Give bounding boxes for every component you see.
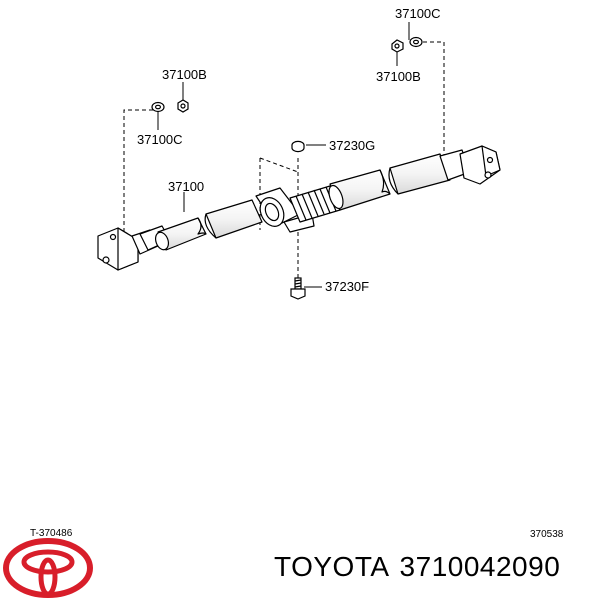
- label-37100: 37100: [168, 179, 204, 194]
- brand-part-number: TOYOTA 3710042090: [274, 551, 560, 583]
- washer-icon: [409, 36, 423, 48]
- nut-icon: [391, 39, 404, 53]
- ref-left: T-370486: [30, 528, 73, 539]
- ref-right: 370538: [530, 529, 564, 540]
- propeller-shaft-icon: [97, 145, 501, 271]
- washer-icon: [151, 101, 165, 113]
- washer-icon: [291, 140, 305, 153]
- center-tube: [205, 199, 263, 239]
- label-37100b-top: 37100B: [376, 69, 421, 84]
- brand-name: TOYOTA: [274, 551, 390, 582]
- label-37230f: 37230F: [325, 279, 369, 294]
- leader-lines: [157, 22, 410, 288]
- right-flange: [459, 145, 501, 185]
- part-number: 3710042090: [399, 551, 561, 582]
- label-37100c-top: 37100C: [395, 6, 441, 21]
- toyota-logo-icon: [3, 538, 93, 598]
- label-37100c-left: 37100C: [137, 132, 183, 147]
- nut-icon: [177, 99, 189, 113]
- label-37100b-left: 37100B: [162, 67, 207, 82]
- right-tube: [389, 153, 451, 195]
- bolt-icon: [290, 277, 306, 300]
- label-37230g: 37230G: [329, 138, 375, 153]
